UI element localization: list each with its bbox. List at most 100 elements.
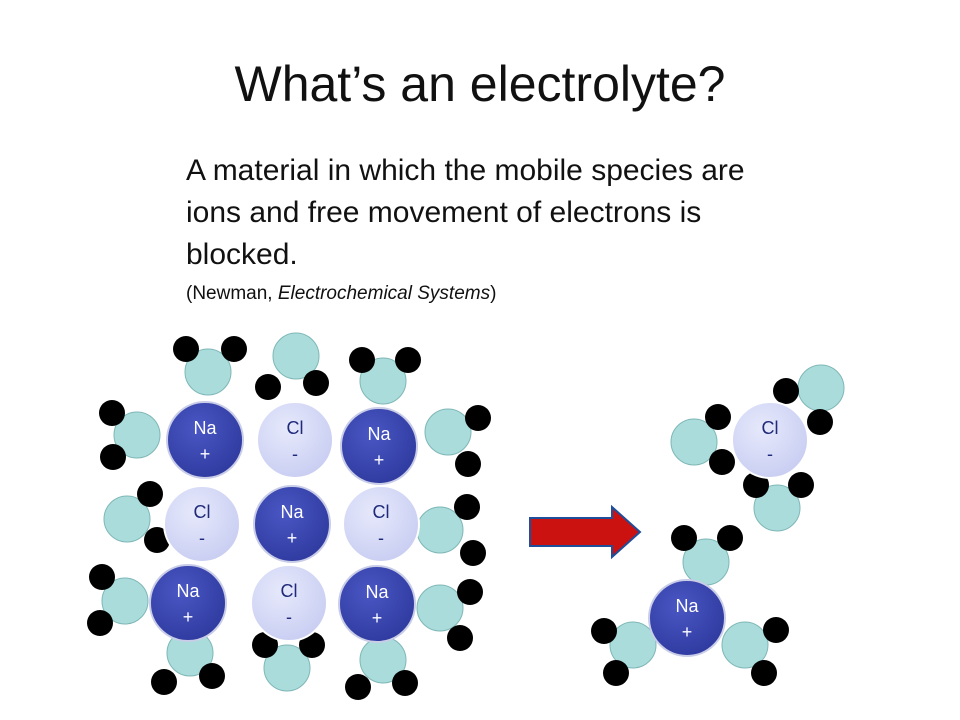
oxygen-atom (113, 411, 161, 459)
hydrogen-atom (454, 494, 480, 520)
water-molecule-icon (349, 347, 421, 405)
oxygen-atom (184, 348, 232, 396)
chloride-ion: Cl- (256, 401, 334, 479)
sodium-ion: Na + (340, 407, 418, 485)
oxygen-atom (101, 577, 149, 625)
citation-book-title: Electrochemical Systems (277, 283, 491, 304)
ion-charge: + (287, 528, 298, 548)
hydrogen-atom (671, 525, 697, 551)
hydrogen-atom (89, 564, 115, 590)
hydrogen-atom (763, 617, 789, 643)
hydrogen-atom (751, 660, 777, 686)
hydrogen-atom (137, 481, 163, 507)
ion-sphere (163, 485, 241, 563)
oxygen-atom (753, 484, 801, 532)
water-molecule-icon (103, 481, 170, 553)
oxygen-atom (797, 364, 845, 412)
chloride-ion: Cl - (731, 401, 809, 479)
hydrogen-atom (709, 449, 735, 475)
oxygen-atom (609, 621, 657, 669)
water-molecule-icon (424, 405, 491, 477)
hydrogen-atom (807, 409, 833, 435)
water-molecule-icon (591, 618, 657, 686)
ion-sphere (342, 485, 420, 563)
ion-sphere (648, 579, 726, 657)
water-molecule-icon (416, 579, 483, 651)
hydrogen-atom (773, 378, 799, 404)
oxygen-atom (359, 357, 407, 405)
water-molecule-icon (255, 332, 329, 400)
citation-prefix: (Newman, (186, 283, 278, 304)
ion-sphere (250, 564, 328, 642)
water-molecule-icon (773, 364, 845, 435)
ion-charge: - (199, 528, 205, 548)
ion-charge: - (767, 444, 773, 464)
ion-symbol: Cl (287, 418, 304, 438)
hydrogen-atom (392, 670, 418, 696)
hydrogen-atom (603, 660, 629, 686)
ion-sphere (253, 485, 331, 563)
hydrogen-atom (99, 400, 125, 426)
ion-charge: + (200, 444, 211, 464)
oxygen-atom (424, 408, 472, 456)
citation: (Newman, Electrochemical Systems) (186, 282, 806, 306)
sodium-ion: Na + (149, 564, 227, 642)
ion-symbol: Cl (281, 581, 298, 601)
hydrogen-atom (395, 347, 421, 373)
chloride-ion: Cl- (342, 485, 420, 563)
hydrogen-atom (252, 632, 278, 658)
water-molecules (87, 332, 845, 700)
oxygen-atom (670, 418, 718, 466)
oxygen-atom (416, 584, 464, 632)
hydrogen-atom (455, 451, 481, 477)
ion-symbol: Na (176, 581, 200, 601)
ion-sphere (149, 564, 227, 642)
sodium-ion: Na + (253, 485, 331, 563)
chloride-ion: Cl - (163, 485, 241, 563)
ion-charge: + (183, 607, 194, 627)
water-molecule-icon (87, 564, 149, 636)
water-molecule-icon (721, 617, 789, 686)
ion-sphere (256, 401, 334, 479)
definition-text: A material in which the mobile species a… (186, 154, 745, 271)
ion-spheres: Na+Cl-Na+Cl-Na+Cl-Na+Cl-Na+Cl-Na+ (149, 401, 809, 657)
hydrogen-atom (788, 472, 814, 498)
ion-charge: - (286, 607, 292, 627)
ion-sphere (338, 565, 416, 643)
water-molecule-icon (173, 336, 247, 396)
hydrogen-atom (591, 618, 617, 644)
ion-sphere (731, 401, 809, 479)
arrow-shape (529, 504, 642, 560)
hydrogen-atom (199, 663, 225, 689)
ion-symbol: Cl (762, 418, 779, 438)
oxygen-atom (263, 644, 311, 692)
water-molecule-icon (416, 494, 486, 566)
ion-charge: + (682, 622, 693, 642)
sodium-ion: Na+ (648, 579, 726, 657)
ion-sphere (340, 407, 418, 485)
hydrogen-atom (87, 610, 113, 636)
ion-symbol: Na (280, 502, 304, 522)
ion-symbol: Cl (194, 502, 211, 522)
ion-symbol: Na (365, 582, 389, 602)
hydrogen-atom (303, 370, 329, 396)
ion-charge: + (374, 450, 385, 470)
hydrogen-atom (460, 540, 486, 566)
water-molecule-icon (99, 400, 161, 470)
ion-symbol: Na (367, 424, 391, 444)
hydrogen-atom (465, 405, 491, 431)
water-molecule-icon (151, 629, 225, 695)
hydrogen-atom (345, 674, 371, 700)
water-molecule-icon (671, 525, 743, 586)
hydrogen-atom (349, 347, 375, 373)
oxygen-atom (272, 332, 320, 380)
ion-charge: + (372, 608, 383, 628)
hydrogen-atom (221, 336, 247, 362)
water-molecule-icon (743, 472, 814, 532)
hydrogen-atom (144, 527, 170, 553)
hydrogen-atom (255, 374, 281, 400)
ion-charge: - (378, 528, 384, 548)
citation-suffix: ) (490, 283, 497, 304)
hydrogen-atom (447, 625, 473, 651)
